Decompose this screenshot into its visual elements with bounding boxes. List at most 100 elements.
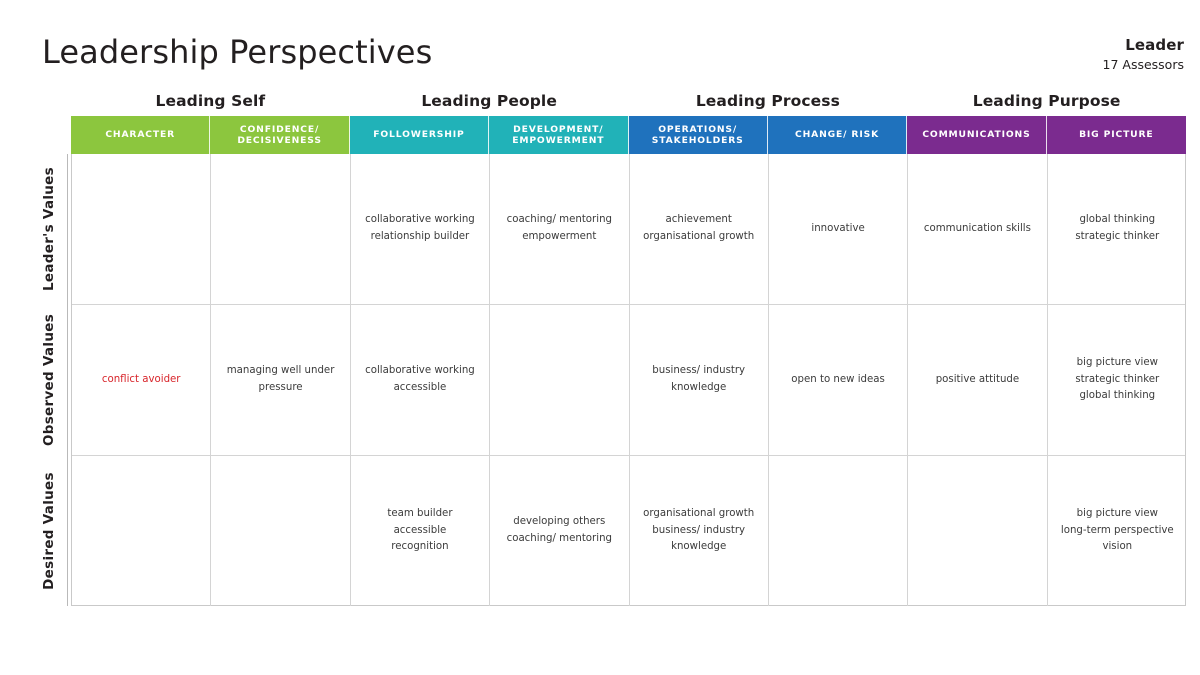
row-label-desired-values: Desired Values xyxy=(41,472,57,590)
cell-value-line: recognition xyxy=(391,541,449,553)
grid-cell-r1-c4[interactable]: business/ industry knowledge xyxy=(630,305,769,455)
grid-cell-r2-c0[interactable] xyxy=(72,456,212,606)
cell-value-line: managing well under xyxy=(226,365,335,377)
grid-cell-r1-c5[interactable]: open to new ideas xyxy=(769,305,909,455)
grid-cell-r2-c2[interactable]: team builder accessible recognition xyxy=(351,456,491,606)
grid-cell-r2-c6[interactable] xyxy=(908,456,1048,606)
cell-value-line: knowledge xyxy=(671,382,727,393)
cell-value-line: strategic thinker xyxy=(1075,373,1160,385)
cell-value-line: vision xyxy=(1102,541,1133,553)
cell-value-line: global thinking xyxy=(1079,214,1156,226)
grid-cell-r2-c5[interactable] xyxy=(769,456,909,606)
grid-cell-r0-c6[interactable]: communication skills xyxy=(908,154,1048,304)
cell-value: managing well under pressure xyxy=(227,363,335,396)
grid-cell-r0-c4[interactable]: achievement organisational growth xyxy=(630,154,769,304)
cell-value-line: pressure xyxy=(258,382,303,393)
category-header-line: COMMUNICATIONS xyxy=(922,129,1031,141)
cell-value-line: coaching/ mentoring xyxy=(506,533,612,544)
assessor-count-label: 17 Assessors xyxy=(1102,56,1184,72)
grid-cell-r0-c5[interactable]: innovative xyxy=(769,154,909,304)
cell-value: collaborative working accessible xyxy=(365,363,475,396)
row-label-observed-values: Observed Values xyxy=(41,313,57,447)
row-label-leaders-values: Leader's Values xyxy=(41,167,57,291)
row-label-divider xyxy=(67,154,68,606)
cell-value-line: collaborative working xyxy=(365,365,475,377)
group-heading-leading-purpose: Leading Purpose xyxy=(972,92,1121,110)
grid-cell-r2-c3[interactable]: developing others coaching/ mentoring xyxy=(490,456,630,606)
category-header-confidence-decisiveness[interactable]: CONFIDENCE/DECISIVENESS xyxy=(210,116,350,154)
cell-value-line: big picture view xyxy=(1076,357,1158,369)
cell-value-line: relationship builder xyxy=(370,231,470,242)
cell-value-line: accessible xyxy=(393,382,447,393)
cell-value: developing others coaching/ mentoring xyxy=(507,514,612,547)
category-header-line: STAKEHOLDERS xyxy=(651,135,744,146)
grid-cell-r1-c1[interactable]: managing well under pressure xyxy=(211,305,351,455)
cell-value-line: organisational growth xyxy=(643,231,755,242)
category-header-big-picture[interactable]: BIG PICTURE xyxy=(1046,116,1186,154)
cell-value-line: strategic thinker xyxy=(1075,231,1160,242)
category-header-communications[interactable]: COMMUNICATIONS xyxy=(907,116,1047,154)
cell-value-line: developing others xyxy=(513,516,606,528)
category-header-line: DECISIVENESS xyxy=(237,135,322,146)
grid-cell-r1-c6[interactable]: positive attitude xyxy=(908,305,1048,455)
leader-role-label: Leader xyxy=(1125,36,1184,54)
cell-value: global thinking strategic thinker xyxy=(1075,212,1159,245)
category-header-character[interactable]: CHARACTER xyxy=(71,116,211,154)
group-heading-leading-people: Leading People xyxy=(421,92,557,110)
category-header-line: BIG PICTURE xyxy=(1079,129,1154,141)
grid-cell-r2-c4[interactable]: organisational growth business/ industry k… xyxy=(630,456,769,606)
cell-value-line: open to new ideas xyxy=(791,373,885,385)
category-header-line: CHANGE/ RISK xyxy=(795,129,880,141)
category-header-operations-stakeholders[interactable]: OPERATIONS/STAKEHOLDERS xyxy=(628,116,768,154)
group-heading-row: Leading Self Leading People Leading Proces… xyxy=(71,89,1186,113)
grid-cell-r1-c7[interactable]: big picture view strategic thinker global … xyxy=(1048,305,1187,455)
grid-cell-r2-c1[interactable] xyxy=(211,456,351,606)
category-header-line: CONFIDENCE/ xyxy=(239,123,320,135)
cell-value: achievement organisational growth xyxy=(643,212,754,245)
cell-value: positive attitude xyxy=(936,372,1019,389)
cell-value-flagged: conflict avoider xyxy=(102,372,181,389)
grid-cell-r1-c3[interactable] xyxy=(490,305,630,455)
group-heading-leading-process: Leading Process xyxy=(695,92,840,110)
grid-cell-r0-c1[interactable] xyxy=(211,154,351,304)
report-meta: Leader 17 Assessors xyxy=(1103,36,1184,73)
group-heading-leading-self: Leading Self xyxy=(155,92,266,110)
table-row: conflict avoider managing well under press… xyxy=(72,305,1185,456)
cell-value-line: accessible xyxy=(393,524,447,536)
category-header-change-risk[interactable]: CHANGE/ RISK xyxy=(767,116,908,154)
cell-value-line: global thinking xyxy=(1079,390,1156,402)
cell-value: innovative xyxy=(811,221,864,238)
grid-cell-r1-c2[interactable]: collaborative working accessible xyxy=(351,305,491,455)
cell-value: open to new ideas xyxy=(791,372,885,389)
cell-value-line: conflict avoider xyxy=(101,373,181,385)
cell-value-line: achievement xyxy=(665,214,732,226)
cell-value-line: business/ industry xyxy=(652,365,746,377)
cell-value-line: long-term perspective xyxy=(1060,524,1174,536)
cell-value-line: organisational growth xyxy=(643,508,755,520)
category-header-development-empowerment[interactable]: DEVELOPMENT/EMPOWERMENT xyxy=(489,116,629,154)
category-header-line: DEVELOPMENT/ xyxy=(513,123,604,135)
cell-value-line: knowledge xyxy=(671,541,727,553)
cell-value: communication skills xyxy=(924,221,1031,238)
cell-value: team builder accessible recognition xyxy=(387,506,452,556)
cell-value-line: positive attitude xyxy=(935,373,1020,385)
cell-value-line: business/ industry xyxy=(652,524,746,536)
grid-cell-r0-c7[interactable]: global thinking strategic thinker xyxy=(1048,154,1187,304)
cell-value: big picture view strategic thinker global … xyxy=(1075,355,1159,405)
cell-value-line: team builder xyxy=(387,508,453,520)
category-header-followership[interactable]: FOLLOWERSHIP xyxy=(349,116,490,154)
category-header-line: OPERATIONS/ xyxy=(658,123,738,135)
category-header-line: EMPOWERMENT xyxy=(512,135,605,146)
cell-value-line: empowerment xyxy=(522,231,597,242)
grid-cell-r1-c0[interactable]: conflict avoider xyxy=(72,305,212,455)
grid-cell-r0-c0[interactable] xyxy=(72,154,212,304)
cell-value-line: innovative xyxy=(811,222,865,234)
